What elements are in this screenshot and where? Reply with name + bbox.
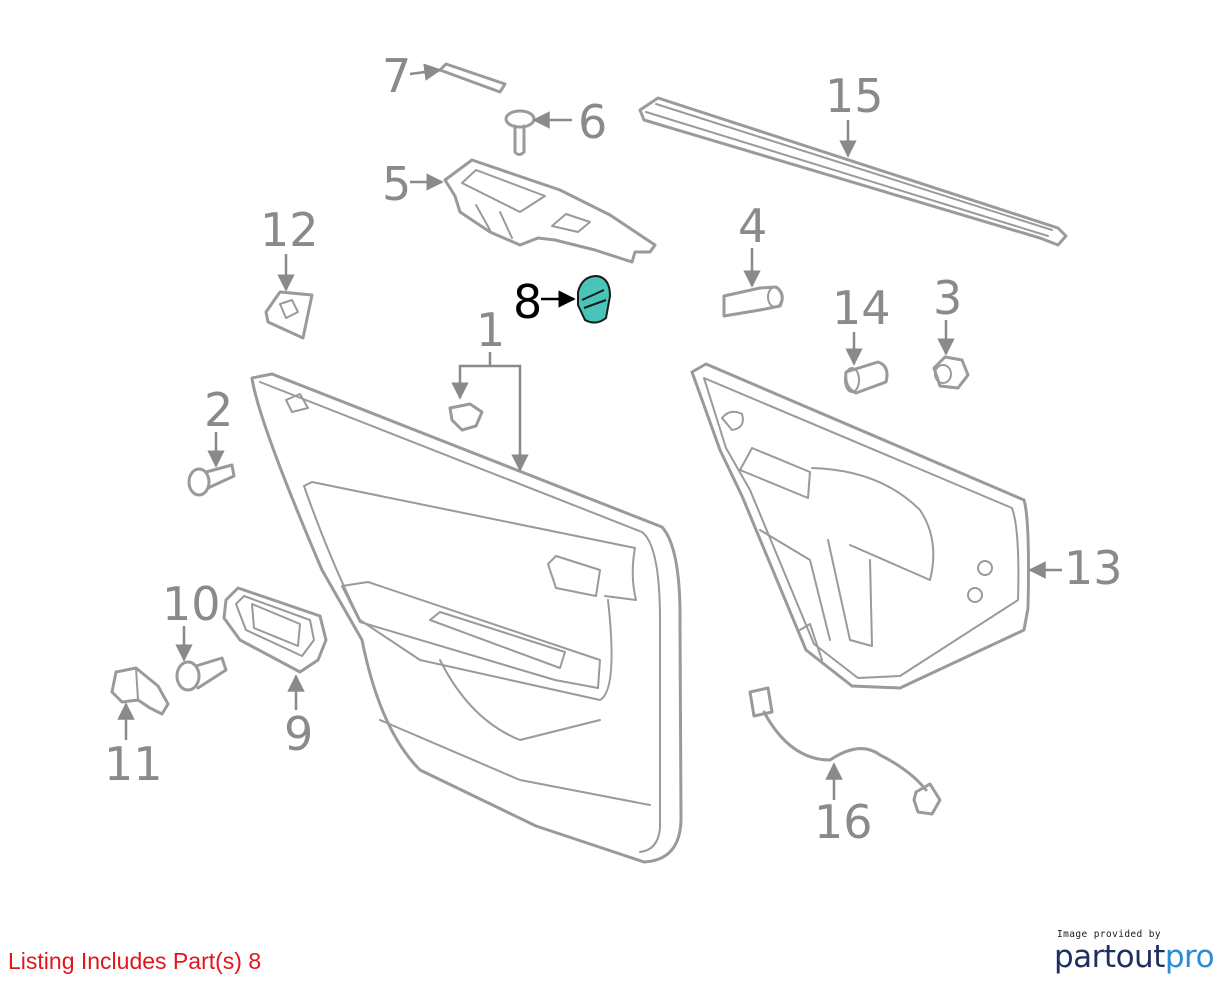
callout-6: 6 xyxy=(578,95,607,149)
part-5-switch-bezel xyxy=(443,158,657,264)
leader-1b xyxy=(490,364,529,472)
callout-7: 7 xyxy=(382,49,411,103)
callout-13: 13 xyxy=(1064,541,1123,595)
part-10-pin xyxy=(175,656,228,692)
part-7-strip xyxy=(438,62,507,94)
callout-1: 1 xyxy=(476,303,505,357)
callout-3: 3 xyxy=(933,271,962,325)
part-6-pin xyxy=(504,109,536,156)
partoutpro-logo: partoutpro xyxy=(1054,939,1215,975)
part-16-wire-harness xyxy=(748,686,942,816)
callout-10: 10 xyxy=(162,577,221,631)
part-2-pin xyxy=(187,463,236,497)
callout-15: 15 xyxy=(825,69,884,123)
part-11-bracket xyxy=(110,666,170,716)
part-8-plug xyxy=(577,274,612,324)
listing-note: Listing Includes Part(s) 8 xyxy=(8,948,262,974)
callout-14: 14 xyxy=(832,281,891,335)
leader-7 xyxy=(409,63,442,81)
callout-16: 16 xyxy=(814,795,873,849)
part-1-door-trim-panel xyxy=(250,372,683,864)
part-9-handle-bezel xyxy=(222,586,328,674)
logo-text-partout: partout xyxy=(1054,939,1165,975)
part-8-shape xyxy=(577,274,612,324)
part-12-bracket xyxy=(264,290,314,340)
part-15-weatherstrip xyxy=(638,96,1068,247)
logo-text-pro: pro xyxy=(1164,939,1215,975)
callout-8: 8 xyxy=(513,275,542,329)
part-3-nut xyxy=(932,355,970,390)
callout-11: 11 xyxy=(104,737,163,791)
part-4-rod-clip xyxy=(722,285,784,318)
callout-9: 9 xyxy=(284,707,313,761)
callout-2: 2 xyxy=(204,383,233,437)
leader-1 xyxy=(451,352,492,400)
callout-12: 12 xyxy=(260,203,319,257)
image-credit: Image provided by partoutpro xyxy=(1054,929,1215,975)
part-13-inner-panel xyxy=(690,362,1030,690)
part-14-plug xyxy=(844,360,889,395)
credit-caption: Image provided by xyxy=(1057,929,1162,940)
callout-5: 5 xyxy=(382,157,411,211)
callout-4: 4 xyxy=(738,199,767,253)
